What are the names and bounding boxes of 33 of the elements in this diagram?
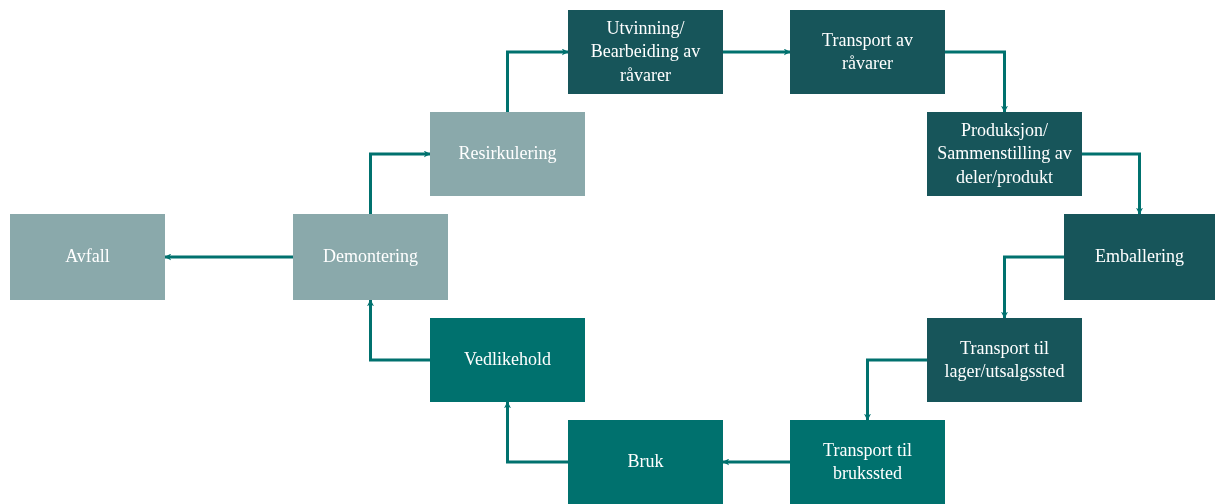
process-box [293, 214, 448, 300]
box-label: Bruk [627, 450, 664, 474]
process-box [790, 420, 945, 504]
box-label: Produksjon/ Sammenstilling av deler/produkt [936, 118, 1073, 189]
arrow [945, 50, 1008, 113]
process-box [568, 420, 723, 504]
box-label: Transport til lager/utsalgssted [943, 336, 1066, 383]
process-box [10, 214, 165, 300]
arrow [722, 458, 790, 466]
arrow [367, 299, 430, 362]
box-label: Emballering [1095, 245, 1184, 269]
arrow [504, 401, 568, 464]
arrow [506, 48, 569, 112]
box-label: Utvinning/ Bearbeiding av råvarer [589, 16, 702, 87]
process-box [927, 112, 1082, 196]
process-box [927, 318, 1082, 402]
process-box [1064, 214, 1215, 300]
box-label: Demontering [323, 245, 418, 269]
arrow [864, 358, 927, 421]
process-box [430, 318, 585, 402]
arrow [164, 253, 293, 261]
arrow [723, 48, 791, 56]
box-label: Resirkulering [458, 142, 557, 166]
arrow [1082, 152, 1143, 215]
process-box [790, 10, 945, 94]
box-label: Avfall [65, 245, 110, 269]
box-label: Transport til brukssted [822, 438, 913, 485]
arrow [369, 150, 431, 214]
box-label: Transport av råvarer [821, 28, 914, 75]
arrow [1001, 255, 1064, 319]
box-label: Vedlikehold [464, 348, 551, 372]
process-box [568, 10, 723, 94]
process-box [430, 112, 585, 196]
